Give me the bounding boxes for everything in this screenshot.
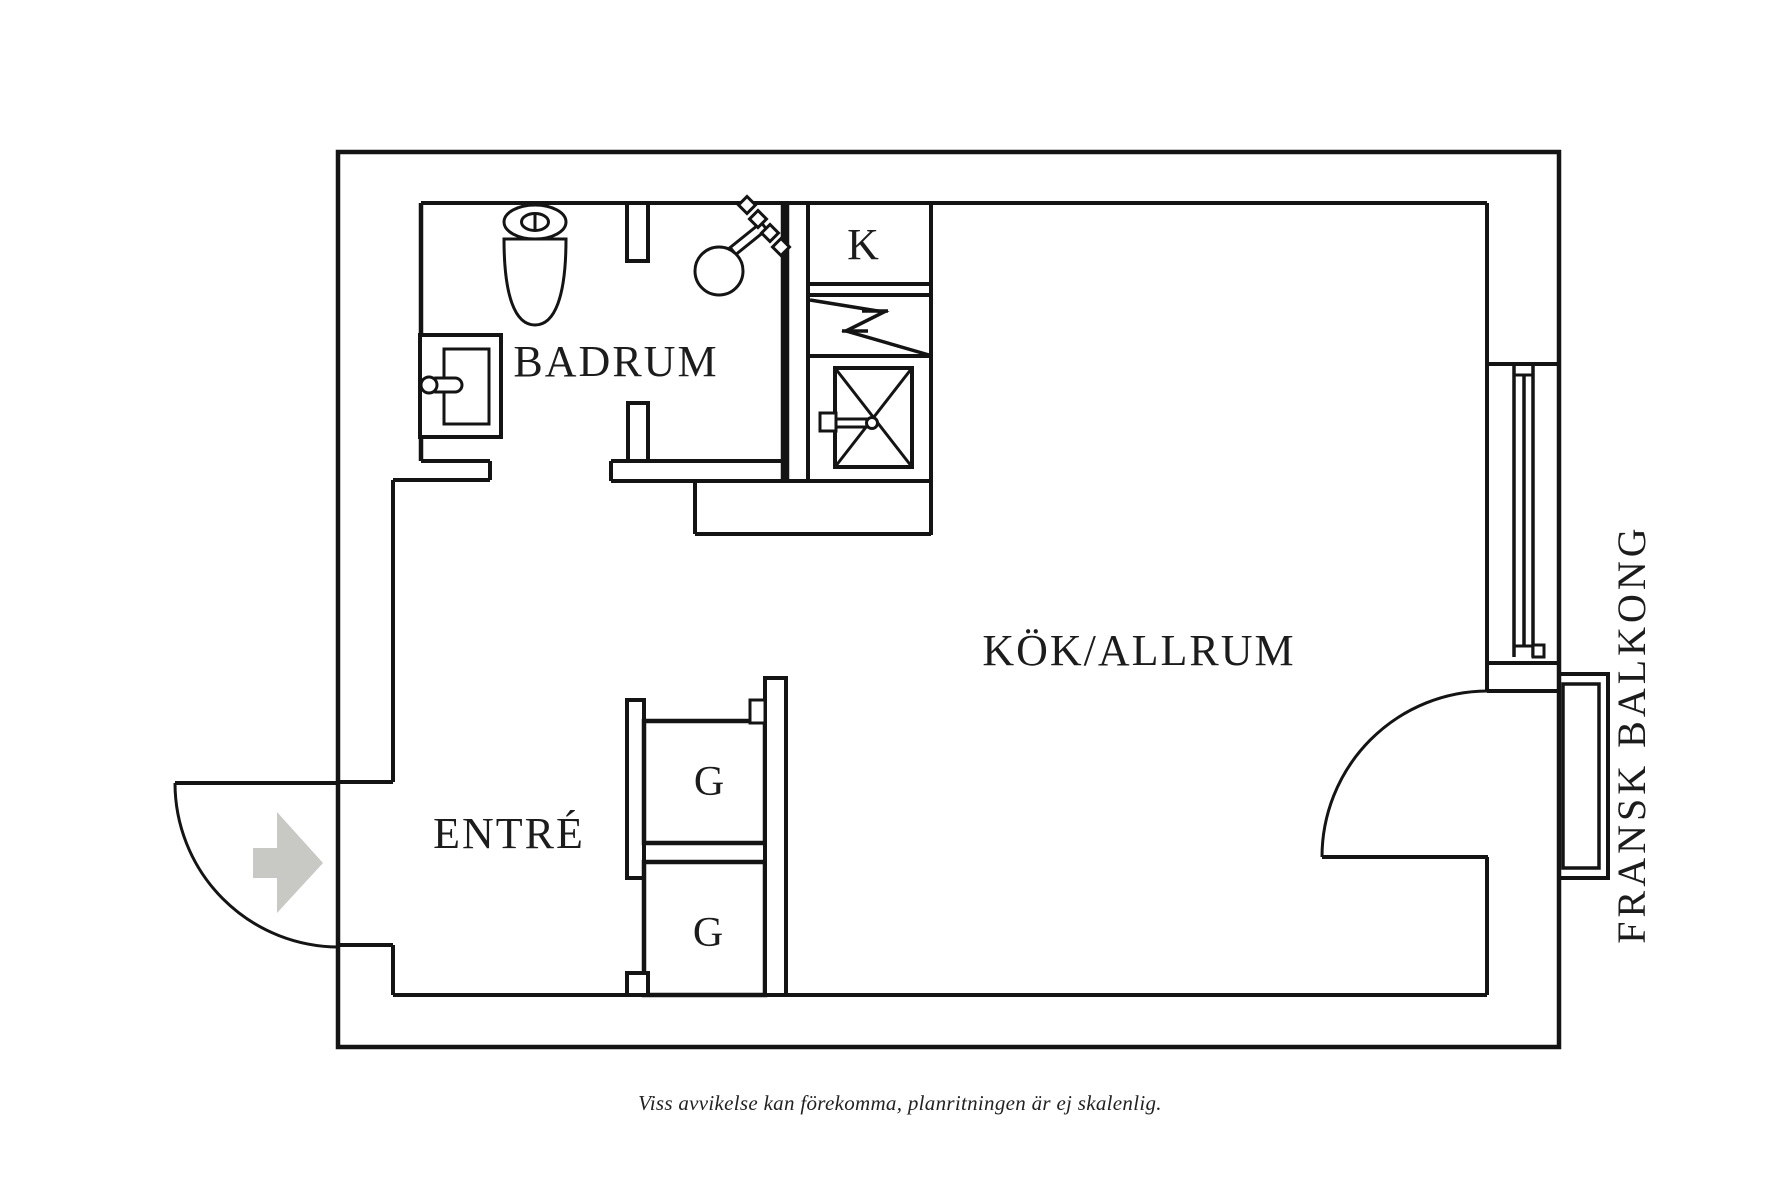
wardrobe-upper-label: G (694, 759, 724, 805)
exterior-walls (335, 149, 1562, 1050)
appliance-zigzag-icon (809, 298, 930, 357)
bathroom-bottom-wall-right (609, 459, 931, 483)
wardrobe-lower-label: G (693, 910, 723, 956)
column-dividers (808, 282, 931, 358)
divider-wall-tab (748, 698, 767, 725)
sink-icon (418, 333, 503, 439)
hall-step-wall (693, 481, 931, 536)
shower-mixer-icon (693, 194, 792, 297)
bathroom-bottom-wall-left (393, 459, 492, 482)
fridge-label: K (847, 220, 881, 269)
entry-arrow-icon (253, 812, 323, 913)
toilet-icon (502, 203, 568, 327)
bathroom-top-wall-stub (625, 201, 650, 263)
room-label-entre: ENTRÉ (433, 809, 585, 858)
window-glass-ticks (1514, 373, 1533, 648)
entrance-door (173, 781, 340, 949)
window-glass-lines (1512, 364, 1535, 657)
shower-tray-icon (818, 366, 914, 469)
window (1487, 362, 1559, 693)
hall-kitchen-divider-wall (763, 676, 788, 997)
entrance-door-arc (173, 782, 340, 949)
room-label-kok-allrum: KÖK/ALLRUM (982, 626, 1295, 675)
outer-wall-line (335, 149, 1562, 1050)
bathroom-walls (393, 201, 931, 483)
bathroom-door-jamb-stub (626, 401, 650, 463)
balcony-railing (1557, 672, 1610, 880)
balcony-door-arc (1320, 689, 1488, 858)
wardrobe-upper-box (641, 718, 768, 846)
wardrobe-walls (625, 676, 788, 998)
window-handle (1531, 643, 1546, 659)
hall-wall-strip (625, 698, 646, 880)
balcony-door (1320, 689, 1488, 859)
kitchen-column (693, 204, 933, 536)
bottom-wall-jamb-stub (625, 971, 650, 997)
disclaimer-caption: Viss avvikelse kan förekomma, planritnin… (638, 1091, 1162, 1115)
room-label-fransk-balkong: FRANSK BALKONG (1609, 524, 1654, 943)
entrance-opening-jambs (339, 780, 393, 947)
window-sill-band (1487, 661, 1559, 693)
room-label-badrum: BADRUM (513, 337, 718, 386)
wardrobe-lower-box (641, 859, 768, 998)
